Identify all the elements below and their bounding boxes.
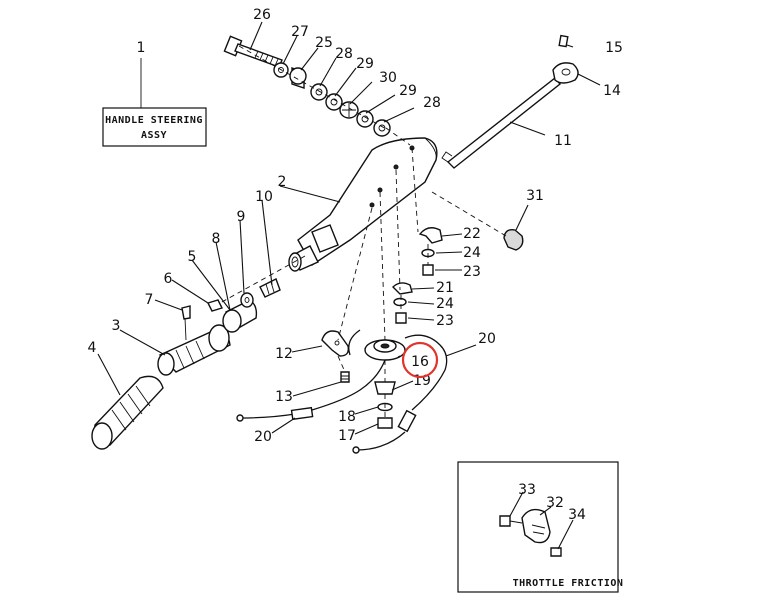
label-part-12: 12 (275, 346, 293, 362)
label-part-6: 6 (164, 271, 173, 287)
label-part-1: 1 (137, 40, 146, 56)
label-part-7: 7 (145, 292, 154, 308)
cap-31 (503, 228, 524, 251)
label-part-30: 30 (379, 70, 397, 86)
label-part-13: 13 (275, 389, 293, 405)
label-part-21: 21 (436, 280, 454, 296)
label-part-29-top: 29 (356, 56, 374, 72)
label-part-23-top: 23 (463, 264, 481, 280)
label-part-22: 22 (463, 226, 481, 242)
label-part-2: 2 (278, 174, 287, 190)
highlight-ring-part-16 (401, 341, 439, 379)
label-part-20-right: 20 (478, 331, 496, 347)
label-part-10: 10 (255, 189, 273, 205)
handle-steering-assy-box: HANDLE STEERING ASSY (102, 58, 207, 147)
throttle-friction-inset: THROTTLE FRICTION (457, 461, 624, 593)
label-part-17: 17 (338, 428, 356, 444)
label-part-24-bottom: 24 (436, 296, 454, 312)
washer-stack (273, 62, 391, 137)
friction-assembly (364, 339, 406, 429)
bolt-26 (223, 35, 283, 68)
label-part-16: 16 (411, 354, 429, 370)
throttle-cables-20 (236, 329, 448, 454)
throttle-friction-title: THROTTLE FRICTION (513, 578, 624, 589)
steering-handle-arm (288, 137, 438, 272)
label-part-4: 4 (88, 340, 97, 356)
handle-steering-subtitle: ASSY (141, 130, 167, 141)
label-part-26: 26 (253, 7, 271, 23)
bracket-21-group (392, 282, 413, 324)
label-part-34: 34 (568, 507, 586, 523)
label-part-28-bottom: 28 (423, 95, 441, 111)
label-part-14: 14 (603, 83, 621, 99)
label-part-18: 18 (338, 409, 356, 425)
part-labels: 1 2 26 27 25 28 29 30 29 28 15 14 11 31 … (88, 7, 623, 523)
handle-steering-title: HANDLE STEERING (105, 115, 203, 126)
throttle-rod-11 (441, 34, 579, 169)
label-part-8: 8 (212, 231, 221, 247)
screw-13 (340, 371, 350, 383)
label-part-24-top: 24 (463, 245, 481, 261)
label-part-3: 3 (112, 318, 121, 334)
label-part-28-top: 28 (335, 46, 353, 62)
label-part-20-left: 20 (254, 429, 272, 445)
alignment-lines (219, 45, 507, 418)
label-part-29-bottom: 29 (399, 83, 417, 99)
label-part-5: 5 (188, 249, 197, 265)
leader-lines (97, 21, 601, 550)
label-part-25: 25 (315, 35, 333, 51)
bracket-22-group (418, 227, 443, 276)
label-part-32: 32 (546, 495, 564, 511)
label-part-27: 27 (291, 24, 309, 40)
label-part-31: 31 (526, 188, 544, 204)
label-part-15: 15 (605, 40, 623, 56)
label-part-33: 33 (518, 482, 536, 498)
label-part-23-bottom: 23 (436, 313, 454, 329)
label-part-9: 9 (237, 209, 246, 225)
label-part-11: 11 (554, 133, 572, 149)
grip-assembly (91, 278, 281, 450)
